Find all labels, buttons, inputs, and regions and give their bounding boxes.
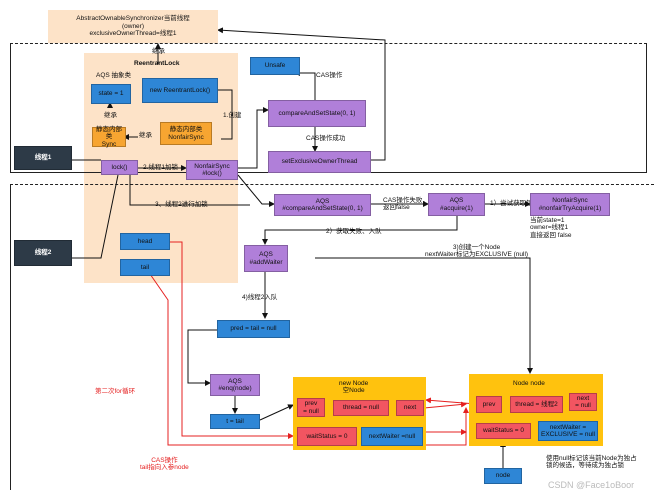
state-box: state = 1 — [91, 84, 131, 104]
second-loop-label: 第二次for循环 — [95, 388, 136, 395]
reentrant-lock-title: ReentrantLock — [134, 60, 180, 67]
head-box: head — [120, 233, 170, 250]
new-node-next-waiter: nextWaiter =null — [361, 427, 423, 446]
node-next-waiter: nextWaiter = EXCLUSIVE = null — [538, 421, 598, 441]
cas-op-label: CAS操作 — [316, 72, 343, 79]
aqs-compare-and-set-box: AQS #compareAndSetState(0, 1) — [274, 194, 371, 216]
pred-tail-box: pred = tail = null — [217, 320, 290, 338]
inherit-left-label: 继承 — [104, 112, 117, 119]
create-label: 1.创建 — [223, 112, 242, 119]
node-prev: prev — [476, 396, 502, 413]
unsafe-box: Unsafe — [250, 57, 300, 75]
watermark: CSDN @Face1oBoor — [548, 480, 635, 490]
tail-box: tail — [120, 259, 170, 276]
nonfair-try-acquire-box: NonfairSync #nonfairTryAcquire(1) — [530, 193, 610, 216]
null-note-label: 使用null标记该当前Node为独占 锁的候选，等待成为独占锁 — [546, 455, 637, 470]
aos-line2: (owner) — [121, 22, 145, 30]
state-condition-label: 当前state=1 owner=线程1 直接返回 false — [530, 217, 572, 239]
set-exclusive-owner-thread-box: setExclusiveOwnerThread — [268, 151, 371, 173]
node-next: next = null — [569, 393, 597, 411]
aqs-add-waiter-box: AQS #addWaiter — [244, 245, 288, 272]
new-node-next: next — [396, 400, 424, 416]
cas-success-label: CAS操作成功 — [306, 135, 346, 142]
inherit-top-label: 继承 — [152, 48, 165, 55]
fail-enqueue-label: 2）获取失败、入队 — [326, 228, 382, 235]
node-title: Node node — [513, 380, 545, 387]
new-node-wait-status: waitStatus = 0 — [297, 427, 357, 446]
new-node-thread: thread = null — [333, 400, 389, 416]
try-acquire-label: 1）尝试获取锁 — [490, 200, 533, 207]
aos-line1: AbstractOwnableSynchronizer当前线程 — [76, 15, 190, 23]
node-ref-box: node — [484, 468, 522, 484]
cas-op-red-label: CAS操作 tail指向入参node — [140, 457, 189, 472]
new-node-prev: prev = null — [297, 398, 325, 417]
thread2-box: 线程2 — [14, 240, 72, 266]
nonfair-sync-static-box: 静态内部类 NonfairSync — [160, 122, 212, 145]
aos-line3: exclusiveOwnerThread=线程1 — [89, 30, 177, 38]
node-thread: thread = 线程2 — [510, 396, 563, 413]
aqs-abstract-label: AQS 抽象类 — [96, 72, 132, 79]
t-tail-box: t = tail — [210, 414, 260, 429]
nonfair-sync-lock-box: NonfairSync #lock() — [186, 160, 238, 180]
aqs-acquire-box: AQS #acquire(1) — [428, 193, 485, 216]
lock-box: lock() — [101, 160, 138, 175]
compare-and-set-state-box: compareAndSetState(0, 1) — [268, 100, 366, 127]
new-reentrant-lock-box: new ReentrantLock() — [142, 78, 218, 103]
static-sync-box: 静态内部类 Sync — [92, 126, 126, 148]
thread2-enqueue-label: 4)线程2入队 — [242, 294, 278, 301]
abstract-ownable-synchronizer-box: AbstractOwnableSynchronizer当前线程 (owner) … — [48, 10, 218, 43]
node-wait-status: waitStatus = 0 — [476, 423, 531, 439]
thread2-region — [10, 184, 654, 490]
cas-fail-label: CAS操作失败， 返回false — [383, 197, 429, 212]
thread1-lock-label: 2.线程1加锁 — [143, 164, 179, 171]
aqs-enq-box: AQS #enq(node) — [210, 374, 260, 396]
inherit-mid-label: 继承 — [139, 132, 152, 139]
thread2-lock-label: 3、线程2进行加锁 — [155, 201, 208, 208]
new-node-title: new Node 空Node — [339, 380, 369, 395]
create-node-label: 3)创建一个Node nextWaiter标记为EXCLUSIVE (null) — [425, 244, 529, 259]
thread1-box: 线程1 — [14, 146, 72, 170]
